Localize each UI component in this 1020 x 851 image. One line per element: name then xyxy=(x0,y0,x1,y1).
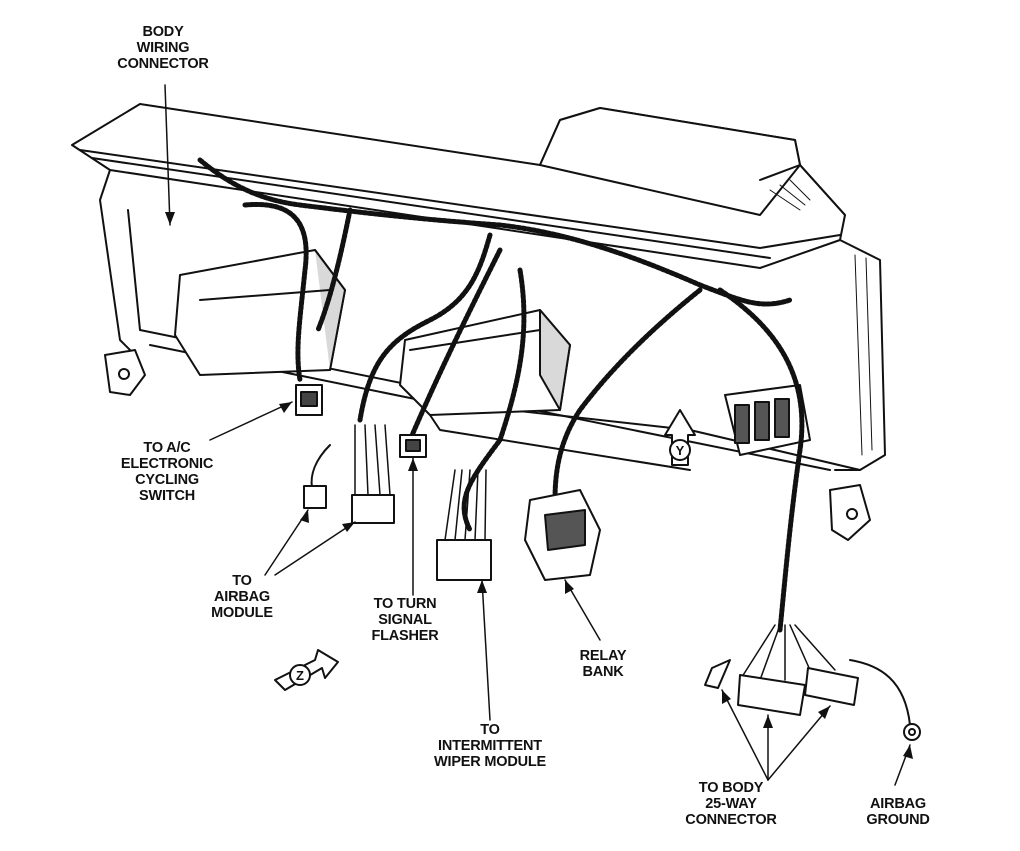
center-module-box xyxy=(399,309,571,416)
label-airbag-module: TO AIRBAG MODULE xyxy=(211,573,273,621)
label-intermittent-wiper-module: TO INTERMITTENT WIPER MODULE xyxy=(434,722,546,770)
airbag-connector-small xyxy=(303,444,331,509)
ac-switch-connector xyxy=(295,384,323,416)
view-z-label: Z xyxy=(296,668,304,683)
leader-arrowheads xyxy=(165,212,913,759)
mounting-bracket-left xyxy=(104,349,146,396)
label-airbag-ground: AIRBAG GROUND xyxy=(866,796,930,828)
instrument-panel-top xyxy=(71,103,846,269)
turn-flasher-connector xyxy=(399,434,427,458)
view-y-label: Y xyxy=(676,443,685,458)
body-25way-connectors xyxy=(704,624,921,741)
relay-cluster xyxy=(724,384,811,456)
view-arrow-y xyxy=(664,409,696,466)
label-ac-cycling-switch: TO A/C ELECTRONIC CYCLING SWITCH xyxy=(120,440,214,504)
label-turn-signal-flasher: TO TURN SIGNAL FLASHER xyxy=(371,596,439,644)
relay-bank-connector xyxy=(524,489,601,581)
label-body-wiring-connector: BODY WIRING CONNECTOR xyxy=(117,24,209,72)
mounting-bracket-right xyxy=(829,484,871,541)
airbag-connector-large xyxy=(351,424,395,524)
leader-lines xyxy=(164,84,911,786)
view-arrow-z xyxy=(274,649,339,691)
label-body-25way-connector: TO BODY 25-WAY CONNECTOR xyxy=(685,780,777,828)
label-relay-bank: RELAY BANK xyxy=(579,648,627,680)
left-module-box xyxy=(174,249,346,376)
wiper-module-connector xyxy=(436,469,492,581)
wiring-harness xyxy=(197,157,805,633)
